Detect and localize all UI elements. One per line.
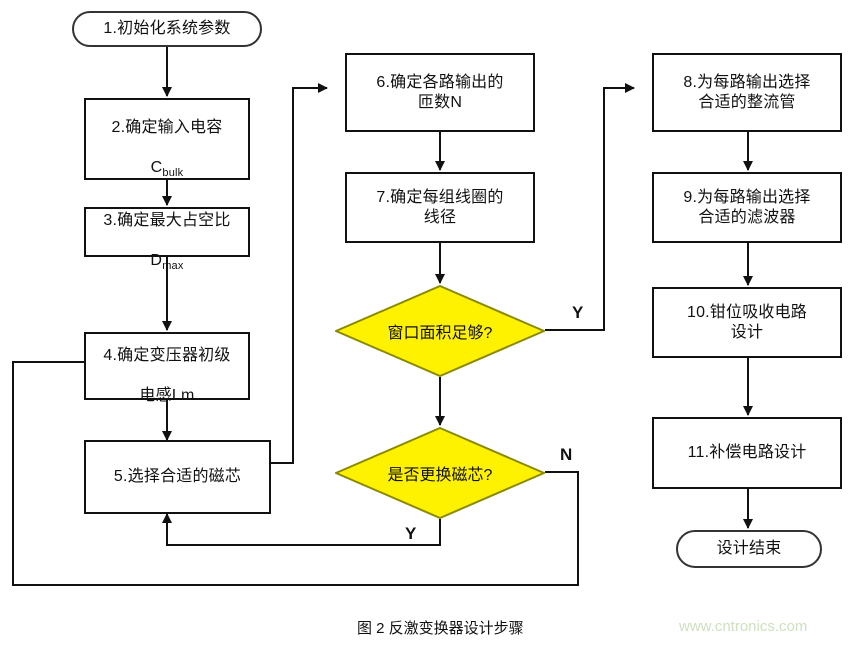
node-step-4-label: 4.确定变压器初级 电感Lm (97, 326, 236, 406)
node-step-10-label: 10.钳位吸收电路 设计 (686, 303, 808, 341)
decision-1-shape (335, 285, 545, 377)
node-decision-2[interactable]: 是否更换磁芯? (335, 427, 545, 519)
node-step-2-text: 2.确定输入电容 (111, 118, 223, 136)
node-step-4[interactable]: 4.确定变压器初级 电感Lm (84, 332, 250, 404)
node-step-3[interactable]: 3.确定最大占空比 Dmax (84, 207, 250, 272)
node-step-11[interactable]: 11.补偿电路设计 (652, 417, 842, 489)
node-step-8-label: 8.为每路输出选择 合适的整流管 (683, 73, 811, 111)
node-step-2[interactable]: 2.确定输入电容 Cbulk (84, 98, 250, 180)
branch-label-decision1-yes: Y (572, 303, 584, 322)
decision-2-shape (335, 427, 545, 519)
node-end[interactable]: 设计结束 (676, 530, 822, 568)
node-step-4-text: 4.确定变压器初级 (103, 347, 231, 364)
node-step-11-label: 11.补偿电路设计 (687, 444, 807, 461)
figure-caption: 图 2 反激变换器设计步骤 (357, 620, 524, 637)
node-step-7[interactable]: 7.确定每组线圈的 线径 (345, 172, 535, 243)
node-step-9[interactable]: 9.为每路输出选择 合适的滤波器 (652, 172, 842, 243)
node-start-label: 1.初始化系统参数 (103, 20, 231, 37)
node-step-3-text: 3.确定最大占空比 (103, 211, 231, 229)
node-step-2-subscript: bulk (162, 166, 184, 179)
node-step-9-label: 9.为每路输出选择 合适的滤波器 (683, 188, 811, 226)
node-step-6[interactable]: 6.确定各路输出的 匝数N (345, 53, 535, 132)
node-end-label: 设计结束 (716, 540, 782, 557)
node-step-3-subscript: max (162, 259, 184, 272)
node-step-8[interactable]: 8.为每路输出选择 合适的整流管 (652, 53, 842, 132)
node-step-7-label: 7.确定每组线圈的 线径 (376, 188, 504, 226)
node-step-2-label: 2.确定输入电容 Cbulk (106, 98, 229, 181)
branch-label-decision2-no: N (560, 445, 573, 464)
node-decision-1[interactable]: 窗口面积足够? (335, 285, 545, 377)
node-step-6-label: 6.确定各路输出的 匝数N (376, 73, 504, 111)
site-watermark: www.cntronics.com (679, 618, 808, 635)
node-decision-2-label: 是否更换磁芯? (387, 467, 493, 484)
node-step-3-label: 3.确定最大占空比 Dmax (97, 191, 236, 274)
node-step-5-label: 5.选择合适的磁芯 (113, 468, 242, 485)
branch-label-decision2-yes: Y (405, 524, 417, 543)
node-step-5[interactable]: 5.选择合适的磁芯 (84, 440, 271, 514)
node-step-10[interactable]: 10.钳位吸收电路 设计 (652, 287, 842, 358)
node-start[interactable]: 1.初始化系统参数 (72, 11, 262, 47)
node-step-4-subtext: 电感Lm (139, 387, 195, 404)
node-decision-1-label: 窗口面积足够? (387, 325, 493, 342)
node-step-3-symbol: D (150, 251, 163, 269)
node-step-2-symbol: C (150, 158, 163, 176)
